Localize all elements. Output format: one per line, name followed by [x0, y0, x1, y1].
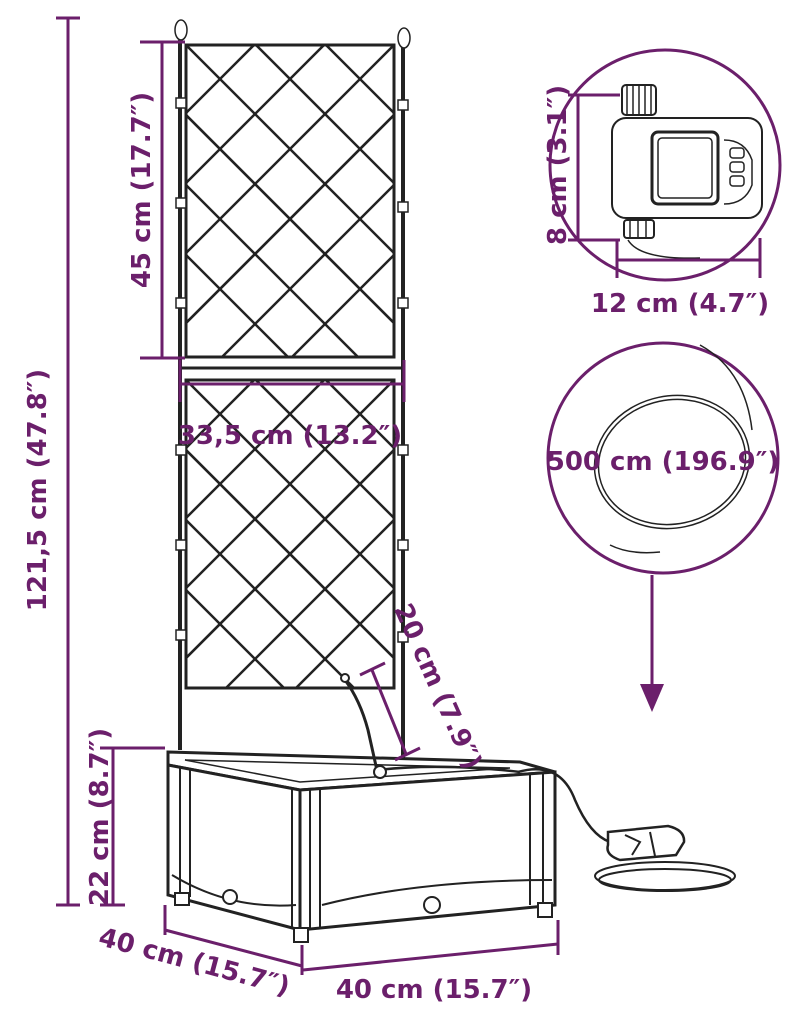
- upper-panel: [184, 43, 396, 359]
- upper-lattice: [186, 45, 394, 357]
- timer-width-label: 12 cm (4.7″): [591, 289, 769, 319]
- box-height-dimension: 22 cm (8.7″): [85, 728, 165, 907]
- trellis-width-label: 33,5 cm (13.2″): [178, 421, 402, 451]
- planter-box: [166, 750, 557, 943]
- trellis-width-dimension: 33,5 cm (13.2″): [178, 360, 406, 451]
- irrigation-spike: [340, 673, 521, 779]
- water-timer-icon: [611, 84, 763, 259]
- drain-hole-front: [423, 896, 441, 914]
- arrow-down-icon: [640, 575, 664, 712]
- total-height-label: 121,5 cm (47.8″): [23, 369, 53, 611]
- panel-height-label: 45 cm (17.7″): [127, 92, 157, 288]
- box-height-label: 22 cm (8.7″): [85, 728, 115, 906]
- post-cap-right: [397, 27, 411, 49]
- timer-height-label: 8 cm (3.1″): [543, 85, 573, 245]
- box-front-face: [298, 770, 557, 932]
- timer-detail: 8 cm (3.1″) 12 cm (4.7″): [543, 48, 782, 319]
- hose-to-timer: [517, 767, 736, 892]
- total-height-dimension: 121,5 cm (47.8″): [23, 16, 80, 907]
- lower-panel: [184, 378, 396, 690]
- post-cap-left: [174, 19, 188, 41]
- hose-detail: 500 cm (196.9″): [546, 341, 780, 575]
- box-width-dimension: 40 cm (15.7″): [302, 920, 560, 1005]
- panel-height-dimension: 45 cm (17.7″): [127, 40, 185, 360]
- box-depth-label: 40 cm (15.7″): [95, 922, 292, 1002]
- box-width-label: 40 cm (15.7″): [336, 975, 532, 1005]
- drain-hole-left: [222, 889, 238, 905]
- hose-length-label: 500 cm (196.9″): [547, 447, 780, 477]
- trellis: [174, 19, 411, 760]
- timer-screen: [650, 130, 720, 206]
- post-clips: [175, 97, 409, 643]
- lower-lattice: [186, 380, 394, 688]
- spike-length-dimension: 20 cm (7.9″): [359, 599, 487, 774]
- hose-coil-icon: [593, 344, 753, 554]
